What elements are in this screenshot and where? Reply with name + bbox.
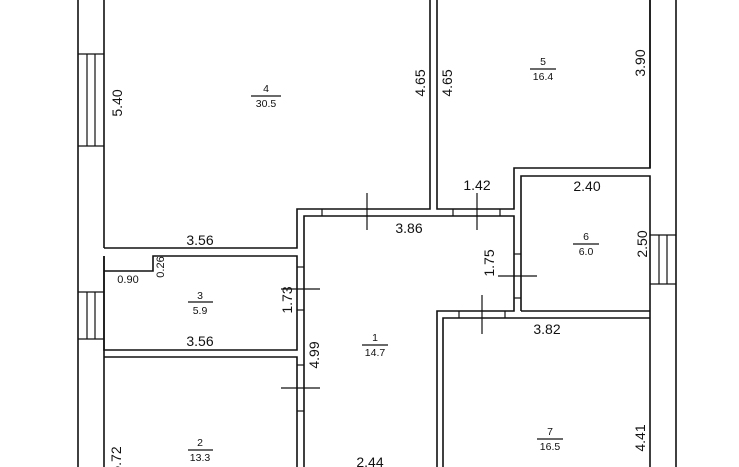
- room-label-2: 2 13.3: [188, 437, 213, 464]
- dim-r3-notch-w: 0.90: [117, 274, 138, 286]
- window-right: [650, 234, 676, 285]
- room-6-outline: [520, 175, 651, 467]
- dim-corridor-left: 4.99: [306, 341, 322, 368]
- room-5-outline: [436, 0, 651, 210]
- dim-door-142: 1.42: [463, 177, 490, 193]
- doors: [297, 209, 521, 412]
- svg-text:14.7: 14.7: [365, 347, 386, 359]
- dim-r4-left: 5.40: [109, 89, 125, 116]
- room-4-outline: [104, 0, 431, 249]
- dim-r4-bottom: 3.56: [186, 232, 213, 248]
- window-left-top: [78, 53, 104, 147]
- room-label-3: 3 5.9: [188, 290, 213, 317]
- room-label-4: 4 30.5: [251, 83, 281, 110]
- dim-r5-left: 4.65: [439, 69, 455, 96]
- svg-text:6.0: 6.0: [579, 246, 594, 258]
- dim-r2-left: 5.72: [108, 446, 124, 467]
- svg-text:7: 7: [547, 426, 553, 438]
- dim-r3-right: 1.73: [279, 286, 295, 313]
- svg-text:5.9: 5.9: [193, 305, 208, 317]
- dim-r6-top: 2.40: [573, 178, 600, 194]
- dim-r5-right: 3.90: [632, 49, 648, 76]
- svg-text:16.5: 16.5: [540, 441, 561, 453]
- dim-r7-top: 3.82: [533, 321, 560, 337]
- svg-text:16.4: 16.4: [533, 71, 554, 83]
- room-label-7: 7 16.5: [537, 426, 563, 453]
- svg-text:3: 3: [197, 290, 203, 302]
- svg-text:2: 2: [197, 437, 203, 449]
- dim-r3-notch-h: 0.26: [155, 256, 167, 277]
- room-label-1: 1 14.7: [362, 332, 388, 359]
- dim-corridor-top: 3.86: [395, 220, 422, 236]
- svg-text:1: 1: [372, 332, 378, 344]
- room-3-outline: [103, 255, 298, 351]
- dim-r6-right: 2.50: [634, 230, 650, 257]
- dim-corridor-bottom: 2.44: [356, 454, 383, 467]
- room-7-outline: [442, 317, 650, 467]
- dim-r7-right: 4.41: [632, 424, 648, 451]
- door-markers: [281, 193, 537, 389]
- window-left-bottom: [78, 291, 104, 340]
- svg-text:30.5: 30.5: [256, 98, 277, 110]
- room-2-area: 13.3: [190, 452, 211, 464]
- dim-r3-bottom: 3.56: [186, 333, 213, 349]
- svg-text:5: 5: [540, 56, 546, 68]
- corridor-outline: [303, 215, 515, 467]
- svg-text:6: 6: [583, 231, 589, 243]
- room-2-outline: [104, 356, 298, 467]
- svg-text:4: 4: [263, 83, 269, 95]
- room-label-6: 6 6.0: [573, 231, 599, 258]
- dim-r4-right: 4.65: [412, 69, 428, 96]
- room-label-5: 5 16.4: [530, 56, 556, 83]
- dim-corridor-right: 1.75: [481, 249, 497, 276]
